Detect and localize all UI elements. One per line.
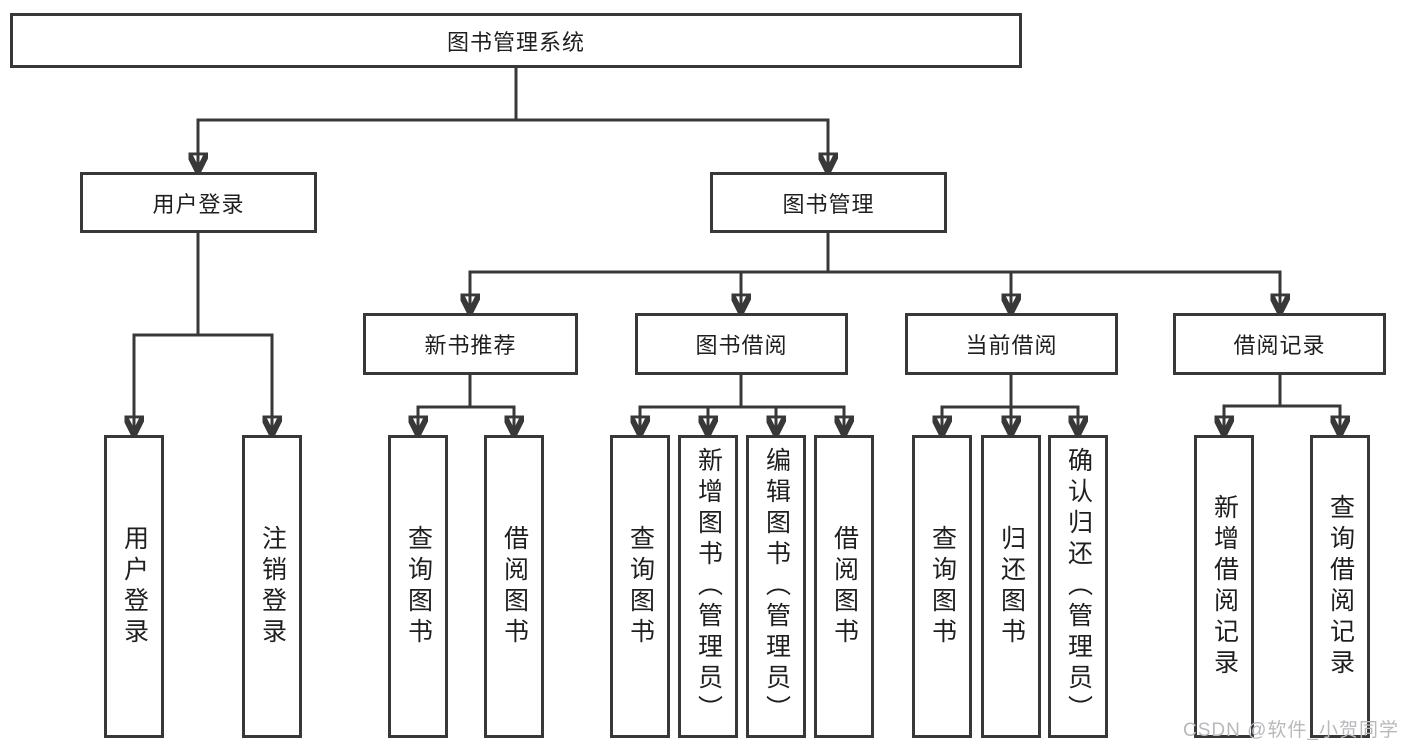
leaf-label: 借阅图书: [830, 524, 859, 649]
connector-record-to-query: [1280, 404, 1340, 433]
leaf-label: 新增借阅记录: [1210, 493, 1239, 680]
connector-book-to-newbook: [470, 270, 828, 311]
node-book-management: 图书管理: [710, 172, 947, 233]
leaf-borrow-books-borrowing: 借阅图书: [814, 435, 874, 738]
leaf-label: 归还图书: [997, 524, 1026, 649]
leaf-label: 查询借阅记录: [1326, 493, 1355, 680]
leaf-query-borrow-record: 查询借阅记录: [1310, 435, 1370, 738]
leaf-query-books-recommend: 查询图书: [388, 435, 448, 738]
node-label: 当前借阅: [965, 333, 1058, 358]
leaf-label: 查询图书: [928, 524, 957, 649]
node-label: 图书管理: [782, 191, 875, 217]
leaf-query-books-current: 查询图书: [912, 435, 972, 738]
node-library-system: 图书管理系统: [10, 13, 1022, 68]
leaf-label: 查询图书: [626, 524, 655, 649]
connector-book-to-current: [828, 270, 1011, 311]
connector-borrow-to-add: [708, 405, 741, 433]
node-book-borrowing: 图书借阅: [635, 313, 848, 375]
leaf-label: 注销登录: [258, 524, 287, 649]
connector-newbook-to-query: [418, 405, 470, 433]
leaf-add-borrow-record: 新增借阅记录: [1194, 435, 1254, 738]
node-current-borrowing: 当前借阅: [905, 313, 1118, 375]
leaf-confirm-return-admin: 确认归还（管理员）: [1048, 435, 1108, 738]
connector-borrow-to-query: [640, 405, 741, 433]
node-borrow-records: 借阅记录: [1173, 313, 1386, 375]
connector-user-to-login: [134, 333, 198, 433]
leaf-label: 查询图书: [404, 524, 433, 649]
connector-user-to-logout: [198, 333, 272, 433]
connector-record-to-add: [1224, 404, 1280, 433]
leaf-label: 编辑图书（管理员）: [762, 447, 791, 726]
node-label: 新书推荐: [424, 333, 517, 358]
node-user-login-group: 用户登录: [80, 172, 317, 233]
leaf-user-login: 用户登录: [104, 435, 164, 738]
node-new-book-recommend: 新书推荐: [363, 313, 578, 375]
leaf-logout: 注销登录: [242, 435, 302, 738]
leaf-query-books-borrowing: 查询图书: [610, 435, 670, 738]
connector-newbook-to-borrow: [470, 405, 514, 433]
leaf-label: 借阅图书: [500, 524, 529, 649]
connector-root-to-user: [198, 118, 516, 170]
leaf-return-books: 归还图书: [981, 435, 1041, 738]
leaf-label: 用户登录: [120, 524, 149, 649]
connector-current-to-confirm: [1011, 405, 1078, 433]
leaf-label: 新增图书（管理员）: [694, 447, 723, 726]
connector-book-to-record: [828, 270, 1280, 311]
leaf-edit-book-admin: 编辑图书（管理员）: [746, 435, 806, 738]
connector-book-to-borrow: [741, 270, 828, 311]
csdn-watermark: CSDN @软件_小贺同学: [1183, 720, 1399, 741]
node-label: 图书借阅: [695, 333, 788, 358]
leaf-borrow-books-recommend: 借阅图书: [484, 435, 544, 738]
node-label: 借阅记录: [1233, 333, 1326, 358]
connector-current-to-query: [942, 405, 1011, 433]
leaf-add-book-admin: 新增图书（管理员）: [678, 435, 738, 738]
connector-borrow-to-borrow: [741, 405, 844, 433]
connector-borrow-to-edit: [741, 405, 776, 433]
node-label: 用户登录: [152, 191, 245, 217]
connector-root-to-book: [516, 118, 828, 170]
leaf-label: 确认归还（管理员）: [1064, 447, 1093, 726]
node-label: 图书管理系统: [446, 29, 585, 55]
